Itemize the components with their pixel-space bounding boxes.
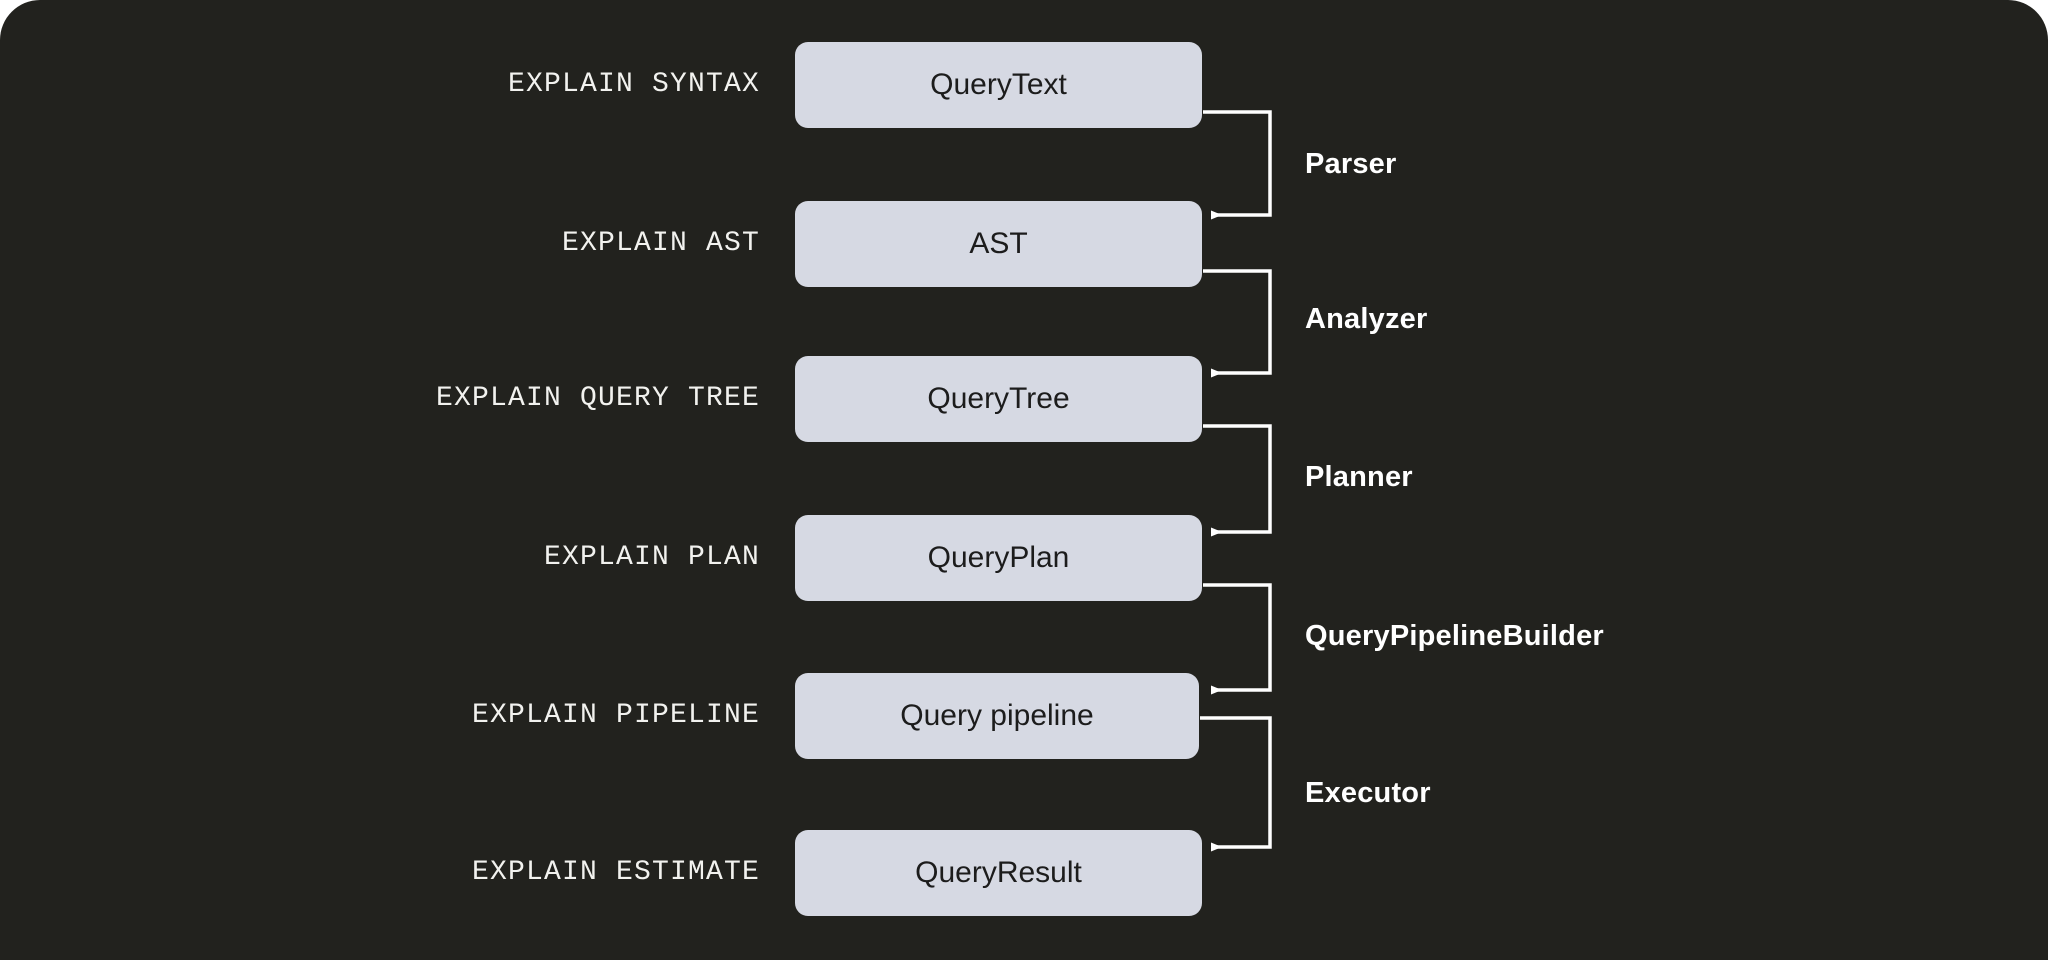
stage-box-queryresult[interactable]: QueryResult: [795, 830, 1202, 916]
stage-row: EXPLAIN AST AST: [0, 188, 2048, 300]
stage-row: EXPLAIN PIPELINE Query pipeline: [0, 660, 2048, 772]
stage-box-querytext[interactable]: QueryText: [795, 42, 1202, 128]
stage-row: EXPLAIN QUERY TREE QueryTree: [0, 343, 2048, 455]
explain-command-label-4: EXPLAIN PIPELINE: [471, 700, 760, 731]
stage-box-queryplan[interactable]: QueryPlan: [795, 515, 1202, 601]
explain-command-label-1: EXPLAIN AST: [561, 228, 760, 259]
phase-label-parser: Parser: [1305, 148, 1397, 180]
phase-label-planner: Planner: [1305, 461, 1413, 493]
phase-label-querypipelinebuilder: QueryPipelineBuilder: [1305, 620, 1604, 652]
stage-row: EXPLAIN ESTIMATE QueryResult: [0, 817, 2048, 929]
explain-command-label-5: EXPLAIN ESTIMATE: [471, 857, 760, 888]
stage-box-ast[interactable]: AST: [795, 201, 1202, 287]
explain-command-label-0: EXPLAIN SYNTAX: [507, 69, 760, 100]
explain-command-label-2: EXPLAIN QUERY TREE: [435, 383, 760, 414]
stage-row: EXPLAIN SYNTAX QueryText: [0, 29, 2048, 141]
stage-box-query-pipeline[interactable]: Query pipeline: [795, 673, 1199, 759]
explain-command-label-3: EXPLAIN PLAN: [543, 542, 760, 573]
phase-label-analyzer: Analyzer: [1305, 303, 1428, 335]
stage-row: EXPLAIN PLAN QueryPlan: [0, 502, 2048, 614]
phase-label-executor: Executor: [1305, 777, 1431, 809]
stage-box-querytree[interactable]: QueryTree: [795, 356, 1202, 442]
